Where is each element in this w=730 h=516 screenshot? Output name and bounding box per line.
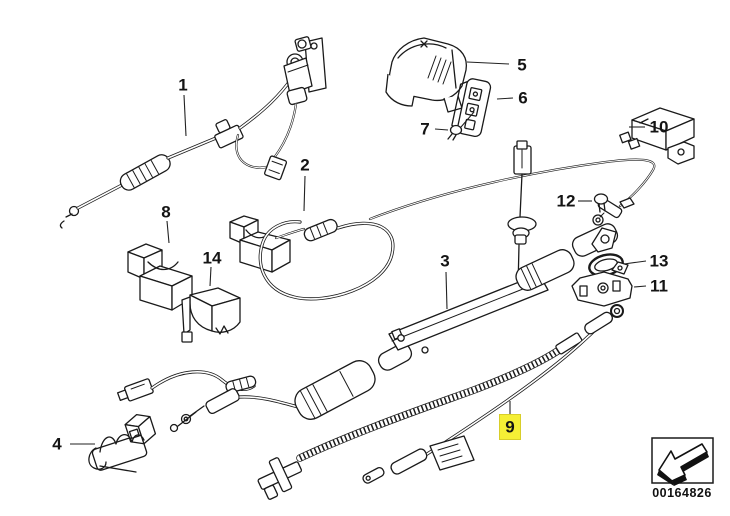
callout-3[interactable]: 3 (440, 252, 450, 310)
part-1-drawing (59, 36, 327, 229)
part-6-drawing (451, 78, 492, 138)
callout-2-label[interactable]: 2 (300, 156, 309, 175)
stamp: 00164826 (651, 437, 714, 500)
braided-cable-drawing (257, 332, 583, 500)
part-7-drawing (447, 124, 463, 141)
callout-12[interactable]: 12 (557, 192, 592, 211)
callout-11[interactable]: 11 (633, 277, 668, 296)
callout-14[interactable]: 14 (203, 249, 222, 287)
part-10-drawing (619, 107, 695, 165)
stamp-code: 00164826 (652, 486, 712, 500)
callout-9[interactable]: 9 (499, 401, 521, 440)
direction-arrow-icon (657, 443, 709, 486)
part-8-drawing (127, 243, 193, 311)
part-3-drawing (116, 140, 619, 433)
part-11-drawing (571, 261, 633, 307)
callout-10-label[interactable]: 10 (650, 118, 669, 137)
callout-2[interactable]: 2 (300, 156, 310, 212)
callout-13[interactable]: 13 (623, 252, 669, 271)
part-12-drawing (593, 193, 609, 213)
callout-9-highlight (499, 414, 521, 440)
part-14-drawing (181, 287, 241, 343)
part-5-drawing (385, 37, 468, 113)
callout-10[interactable]: 10 (629, 118, 668, 137)
callout-12-label[interactable]: 12 (557, 192, 576, 211)
part-2-long-cable-drawing (368, 158, 656, 226)
callout-11-label[interactable]: 11 (650, 277, 668, 296)
callout-6[interactable]: 6 (496, 89, 528, 108)
callout-5[interactable]: 5 (466, 56, 527, 75)
callout-4-label[interactable]: 4 (52, 435, 62, 454)
callout-8[interactable]: 8 (161, 203, 171, 244)
callout-9-label[interactable]: 9 (505, 418, 514, 437)
callout-14-label[interactable]: 14 (203, 249, 222, 268)
part-2-drawing (229, 215, 395, 301)
callout-13-label[interactable]: 13 (650, 252, 669, 271)
callout-1[interactable]: 1 (178, 76, 188, 137)
callout-6-label[interactable]: 6 (518, 89, 527, 108)
callout-7-label[interactable]: 7 (420, 120, 429, 139)
callout-1-label[interactable]: 1 (178, 76, 187, 95)
callout-8-label[interactable]: 8 (161, 203, 170, 222)
part-4-drawing (88, 413, 157, 473)
callout-4[interactable]: 4 (52, 435, 95, 454)
callout-5-label[interactable]: 5 (517, 56, 526, 75)
callout-7[interactable]: 7 (420, 120, 449, 139)
callout-3-label[interactable]: 3 (440, 252, 449, 271)
part-9-drawing (362, 304, 624, 484)
